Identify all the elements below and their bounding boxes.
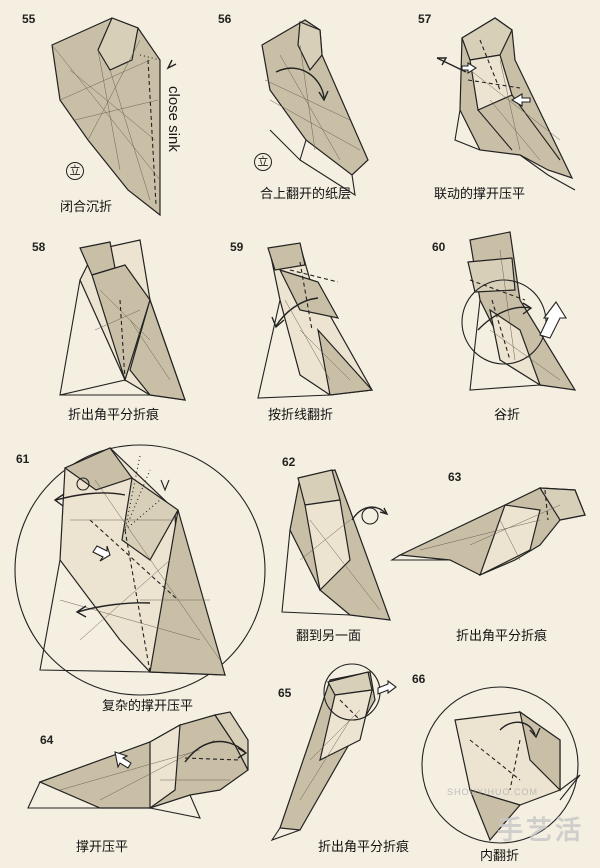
step-63-figure: [390, 487, 586, 577]
step-64-figure: [27, 711, 249, 819]
step-61-figure: [14, 444, 266, 696]
caption-step-58: 折出角平分折痕: [68, 408, 160, 423]
watermark-url: SHOUYIHUO.COM: [446, 787, 538, 797]
step-number-64: 64: [40, 733, 54, 747]
step-57-figure: [436, 17, 576, 191]
caption-step-64: 撑开压平: [76, 840, 129, 855]
caption-step-57: 联动的撑开压平: [434, 187, 526, 202]
step-number-65: 65: [278, 686, 292, 700]
step-number-62: 62: [282, 455, 296, 469]
watermark-brand: 手艺活: [496, 816, 584, 846]
step-60-figure: [461, 231, 577, 391]
close-sink-label: close sink: [165, 86, 182, 152]
step-66-figure: [421, 686, 581, 844]
stand-badge-56: 立: [254, 153, 272, 171]
caption-step-60: 谷折: [494, 408, 521, 423]
caption-step-62: 翻到另一面: [296, 629, 362, 644]
step-number-55: 55: [22, 12, 36, 26]
caption-step-65: 折出角平分折痕: [318, 840, 410, 855]
caption-step-55: 闭合沉折: [60, 200, 113, 215]
step-number-56: 56: [218, 12, 232, 26]
caption-step-63: 折出角平分折痕: [456, 629, 548, 644]
step-number-57: 57: [418, 12, 432, 26]
step-number-61: 61: [16, 452, 30, 466]
caption-step-61: 复杂的撑开压平: [102, 699, 194, 714]
step-number-58: 58: [32, 240, 46, 254]
caption-step-59: 按折线翻折: [268, 408, 334, 423]
step-number-59: 59: [230, 240, 244, 254]
caption-step-56: 合上翻开的纸层: [260, 187, 352, 202]
step-number-66: 66: [412, 672, 426, 686]
step-62-figure: [281, 469, 391, 621]
step-number-60: 60: [432, 240, 446, 254]
caption-step-66: 内翻折: [480, 849, 520, 864]
step-65-figure: [270, 663, 397, 842]
step-number-63: 63: [448, 470, 462, 484]
step-55-figure: [51, 17, 177, 217]
step-56-figure: [261, 19, 369, 197]
step-58-figure: [59, 239, 186, 401]
step-59-figure: [257, 242, 374, 399]
stand-badge-55: 立: [66, 162, 84, 180]
